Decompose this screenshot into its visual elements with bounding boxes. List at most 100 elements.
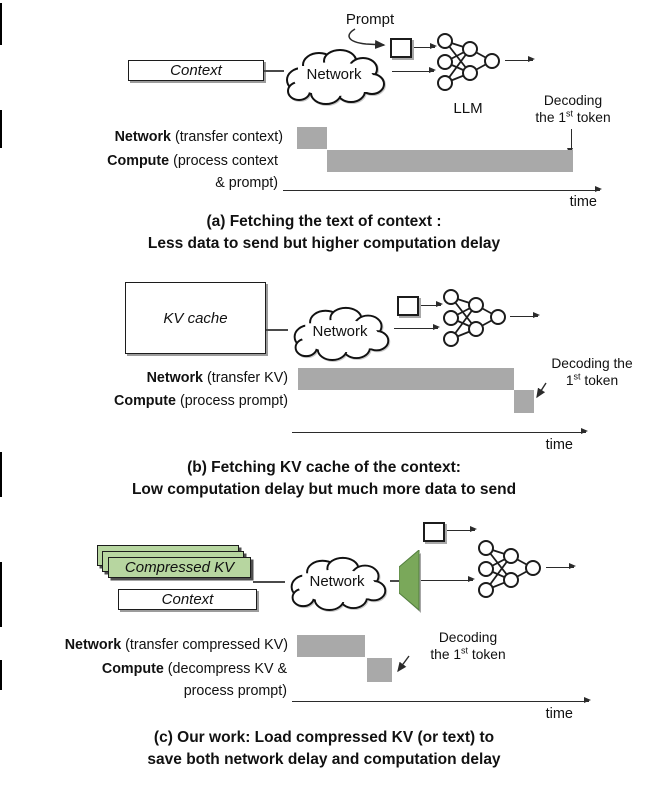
decoding-line1: Decoding [543,93,603,108]
decoding-line2-end: token [573,109,611,125]
timeline-row-label-network: Network (transfer context) [40,126,283,148]
prompt-token-square [423,522,445,542]
left-edge-artifact [0,452,2,497]
context-box: Context [118,589,257,610]
arrow-square-to-llm [414,43,437,50]
ordinal-sup: st [461,644,469,655]
decoding-line1: Decoding the [551,356,633,371]
llm-network-icon [443,289,507,347]
compressed-kv-label: Compressed KV [124,559,235,576]
left-edge-artifact [0,660,2,690]
caption-c-line1: (c) Our work: Load compressed KV (or tex… [153,729,495,746]
caption-a: (a) Fetching the text of context : Less … [0,211,648,255]
timeline-row-label-network: Network (transfer compressed KV) [15,634,288,656]
network-cloud: Network [284,301,396,363]
arrow-decoding-pointer [397,655,410,673]
network-bold: Network [114,129,171,145]
time-axis-label: time [569,194,597,210]
compute-duration-bar [367,658,392,682]
connector-box-to-cloud [253,581,285,583]
cloud-icon [286,49,385,105]
arrow-decoding-pointer [536,382,547,399]
network-duration-bar [298,368,514,390]
caption-b-line1: (b) Fetching KV cache of the context: [187,459,461,476]
network-rest: (transfer KV) [202,370,288,386]
time-axis [292,697,591,704]
llm-network-icon [437,33,501,91]
llm-label: LLM [453,100,483,117]
compressed-kv-box: Compressed KV [108,557,251,578]
compute-bold: Compute [114,393,176,409]
compute-rest2: & prompt) [215,175,278,191]
decoding-note: Decoding the 1st token [538,356,646,389]
left-edge-artifact [0,3,2,45]
network-rest: (transfer compressed KV) [121,637,288,653]
arrow-square-to-llm [421,301,443,308]
cloud-label: Network [309,572,365,590]
prompt-curved-arrow [348,28,386,49]
network-cloud: Network [276,44,392,106]
network-cloud: Network [281,552,393,612]
compute-rest: (decompress KV & [163,661,287,677]
decoding-note: Decoding the 1st token [518,93,628,126]
left-edge-artifact [0,562,2,627]
cloud-icon [293,306,390,361]
network-duration-bar [297,127,327,149]
caption-c: (c) Our work: Load compressed KV (or tex… [0,727,648,771]
arrow-square-to-llm [447,526,477,533]
left-edge-artifact [0,110,2,148]
cloud-icon [290,556,387,611]
caption-b-line2: Low computation delay but much more data… [131,481,517,498]
network-rest: (transfer context) [170,129,283,145]
network-duration-bar [297,635,365,657]
time-axis [283,186,602,193]
connector-box-to-cloud [266,329,288,331]
context-box: Context [128,60,264,81]
decompressor-trapezoid [399,550,421,613]
arrow-cloud-to-llm [394,324,440,331]
decoding-line2: the 1 [430,646,462,662]
context-box-label: Context [170,62,222,79]
network-bold: Network [64,637,122,653]
cloud-label: Network [312,322,368,340]
time-axis-label: time [545,706,573,722]
decoding-note: Decoding the 1st token [412,630,524,663]
timeline-row-label-compute: Compute (process prompt) [60,390,288,412]
decoding-line2: 1 [565,372,574,388]
arrow-cloud-to-llm [392,67,436,74]
decoding-line2-end: token [468,646,506,662]
connector-box-to-cloud [264,70,284,72]
decoding-line1: Decoding [438,630,498,645]
time-axis [292,428,588,435]
prompt-token-square [397,296,419,316]
compute-duration-bar [327,150,573,172]
ordinal-sup: st [573,370,581,381]
time-axis-label: time [545,437,573,453]
caption-a-line1: (a) Fetching the text of context : [206,213,442,230]
caption-b: (b) Fetching KV cache of the context: Lo… [0,457,648,501]
cloud-label: Network [306,65,362,83]
compute-duration-bar [514,390,534,413]
decoding-line2-end: token [580,372,619,388]
arrow-llm-output [546,563,576,570]
arrow-llm-output [505,56,535,63]
caption-c-line2: save both network delay and computation … [147,751,501,768]
compute-rest2: process prompt) [183,683,287,699]
compute-rest: (process prompt) [175,393,288,409]
prompt-label: Prompt [345,11,395,28]
decoding-line2: the 1 [535,109,567,125]
kv-cache-label: KV cache [163,309,228,327]
llm-network-icon [478,540,542,598]
network-bold: Network [146,370,203,386]
kv-cache-box: KV cache [125,282,266,354]
connector-cloud-to-decompressor [390,580,400,582]
compute-rest: (process context [169,153,278,169]
timeline-row-label-compute: Compute (process context & prompt) [40,150,278,194]
prompt-token-square [390,38,412,58]
timeline-row-label-compute: Compute (decompress KV & process prompt) [15,658,287,702]
caption-a-line2: Less data to send but higher computation… [147,235,501,252]
ordinal-sup: st [566,107,574,118]
